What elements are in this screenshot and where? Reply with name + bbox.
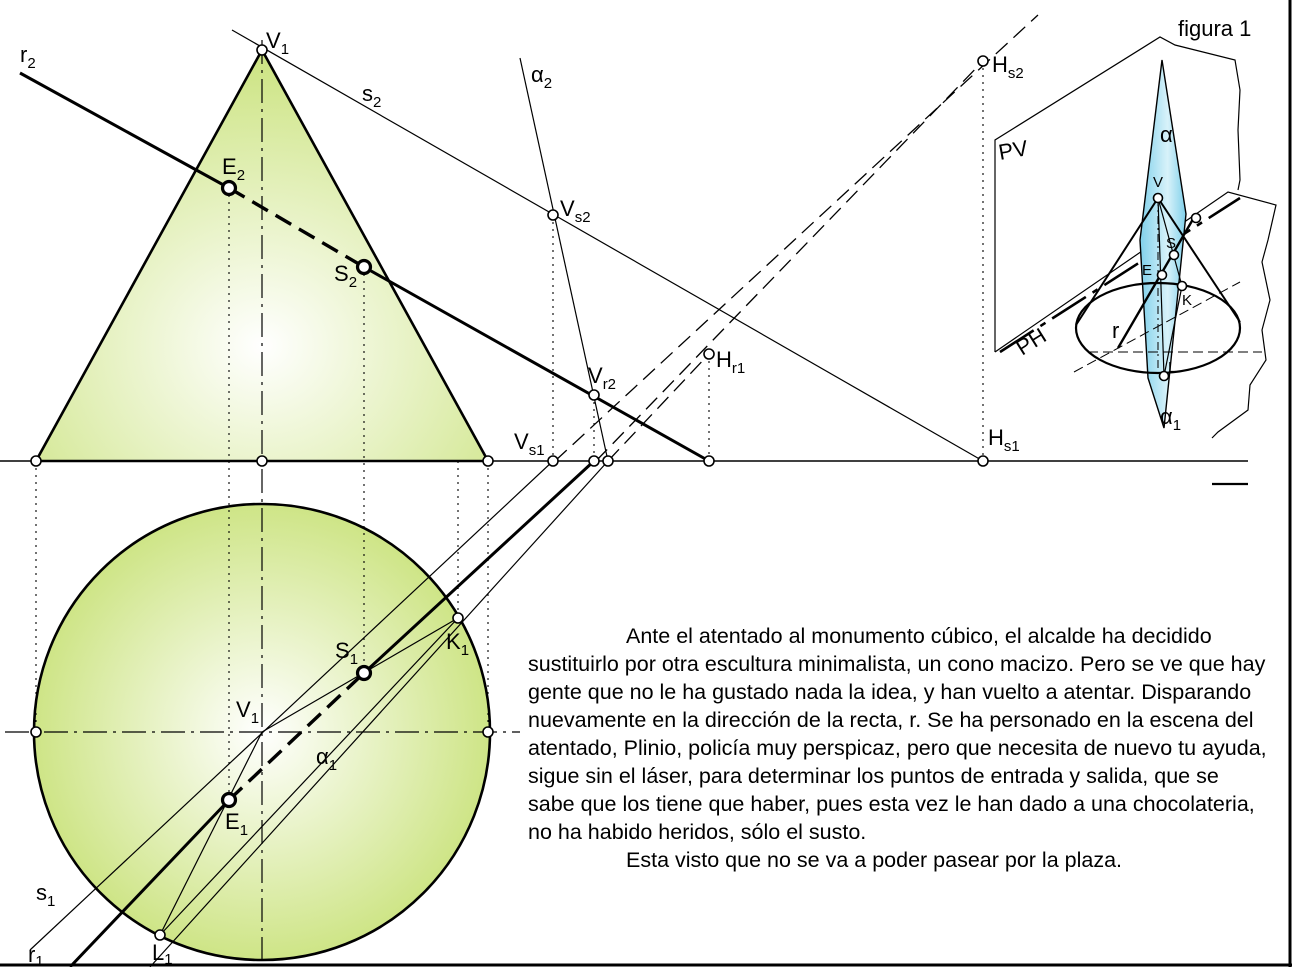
sketch-cone-generator-l [1075, 197, 1159, 326]
label-s2: s2 [362, 81, 381, 111]
line-r1-visible-a [68, 798, 231, 967]
label-hs1: Hs1 [988, 425, 1020, 455]
trace-alpha1 [149, 460, 609, 967]
label-hr1: Hr1 [716, 347, 745, 377]
label-sketch-r: r [1112, 318, 1119, 343]
label-sketch-s: S [1166, 235, 1176, 252]
sketch-section-1 [1157, 197, 1165, 377]
label-figure: figura 1 [1178, 16, 1251, 41]
sketch-ground-line [999, 196, 1241, 354]
sketch-line-r [1116, 213, 1198, 349]
line-r2-visible-b [363, 265, 710, 463]
aux-line-2 [595, 60, 984, 462]
label-l1: L1 [152, 940, 173, 967]
label-sketch-v: V [1153, 174, 1163, 191]
label-pv: PV [997, 135, 1031, 165]
perspective-sketch: PV PH α V S E K r L α1 [994, 36, 1277, 439]
sketch-projection-2 [1073, 281, 1241, 373]
section-line-v-l [159, 731, 263, 936]
section-line-k-l [159, 617, 459, 936]
recall-lines [35, 61, 984, 800]
label-v1-top: V1 [266, 28, 289, 58]
vertical-plane-outline [994, 36, 1241, 352]
label-vs1: Vs1 [514, 429, 545, 459]
points [30, 44, 989, 941]
label-alpha-plane: α [1160, 122, 1173, 147]
label-e1: E1 [225, 809, 248, 839]
sketch-cone-generator-r [1157, 197, 1241, 323]
label-r2: r2 [20, 42, 36, 72]
label-s1: s1 [36, 880, 55, 910]
label-k1: K1 [446, 629, 469, 659]
line-r1-visible-b [362, 459, 596, 675]
label-sketch-k: K [1182, 292, 1192, 309]
line-r2-visible-a [19, 71, 230, 190]
aux-line-1 [554, 14, 1039, 462]
label-s1-point: S1 [335, 638, 358, 668]
label-vs2: Vs2 [560, 196, 591, 226]
horizontal-plane-outline [994, 191, 1277, 439]
sketch-section-2 [1157, 197, 1183, 287]
label-v1-bottom: V1 [236, 697, 259, 727]
problem-statement: Ante el atentado al monumento cúbico, el… [528, 622, 1268, 874]
label-alpha1: α1 [316, 744, 337, 774]
label-e2: E2 [222, 154, 245, 184]
line-s1 [29, 460, 554, 951]
label-ph: PH [1011, 323, 1050, 360]
paragraph: Esta visto que no se va a poder pasear p… [626, 848, 1123, 872]
label-sketch-e: E [1142, 262, 1152, 279]
line-s2 [231, 29, 984, 462]
label-r1: r1 [28, 942, 44, 967]
label-s2-point: S2 [334, 261, 357, 291]
paragraph: Ante el atentado al monumento cúbico, el… [528, 624, 1267, 844]
line-r1-hidden [227, 671, 366, 802]
label-sketch-l: L [1168, 359, 1176, 376]
aux-line-3 [607, 353, 710, 462]
label-vr2: Vr2 [588, 363, 616, 393]
label-alpha2: α2 [531, 62, 552, 92]
label-sketch-alpha1: α1 [1160, 404, 1181, 434]
sketch-section-3 [1163, 285, 1183, 377]
plane-alpha [1139, 59, 1187, 429]
label-hs2: Hs2 [992, 52, 1024, 82]
